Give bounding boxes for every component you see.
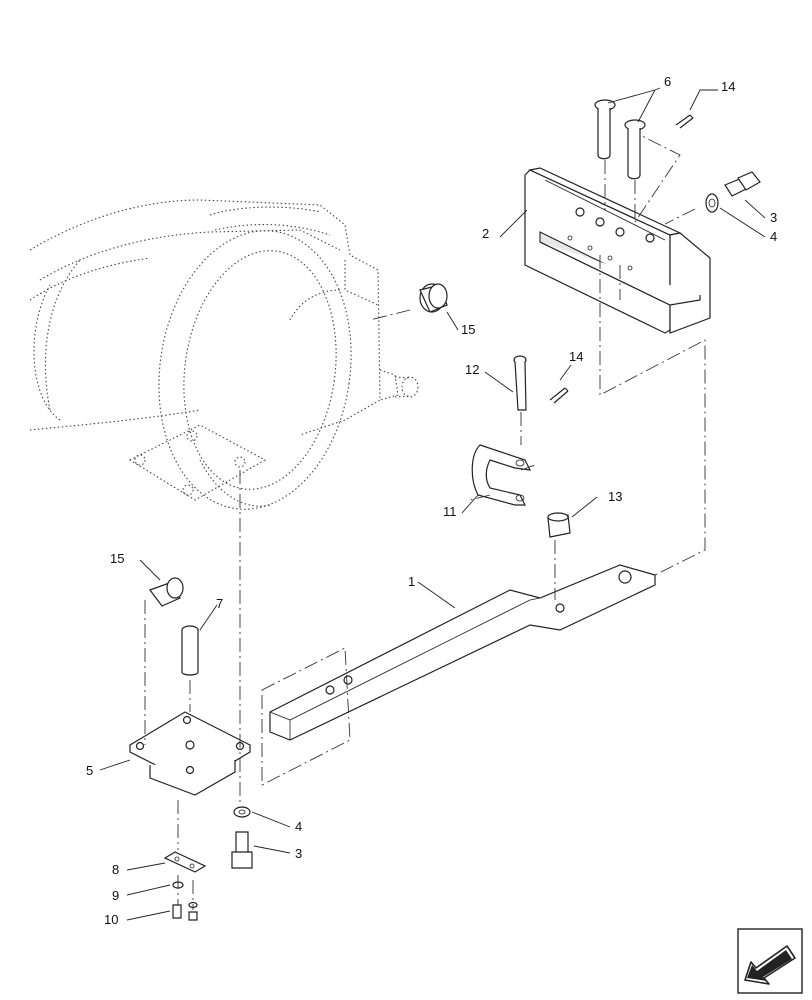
callout-15-lower: 15 [110,551,125,566]
bolt-lower [231,831,253,869]
plug-upper [419,283,448,313]
callout-4-lower: 4 [295,819,303,834]
assembly-lines [144,134,706,910]
pins-upper [594,99,646,180]
direction-arrow-icon[interactable] [737,928,803,994]
callout-14-lower: 14 [569,349,584,364]
callout-11: 11 [443,504,457,519]
pin-lower [513,355,527,411]
callout-10: 10 [104,912,119,927]
leader-lines [99,87,766,921]
drawbar [269,564,656,741]
callout-9: 9 [112,888,120,903]
callout-1: 1 [408,574,416,589]
small-plate [163,851,207,873]
cotter-pin-lower [549,387,569,404]
washer-lower [233,806,251,818]
callout-6: 6 [664,74,672,89]
callout-2: 2 [482,226,490,241]
clevis [471,444,532,506]
callout-15-upper: 15 [461,322,476,337]
callout-14-upper: 14 [721,79,736,94]
bushing [547,512,571,538]
cotter-pin-upper [675,114,694,129]
drawbar-support-frame [524,167,711,334]
callout-7: 7 [216,596,224,611]
tractor-housing-outline [29,199,419,510]
plug-lower [149,577,184,607]
callout-4-upper: 4 [770,229,778,244]
callout-3-upper: 3 [770,210,778,225]
callout-5: 5 [86,763,94,778]
pin-item7 [181,625,199,676]
callout-3-lower: 3 [295,846,303,861]
bolt-upper [705,171,761,213]
callout-12: 12 [465,362,480,377]
mounting-bracket [128,711,252,796]
callout-13: 13 [608,489,623,504]
callout-8: 8 [112,862,120,877]
